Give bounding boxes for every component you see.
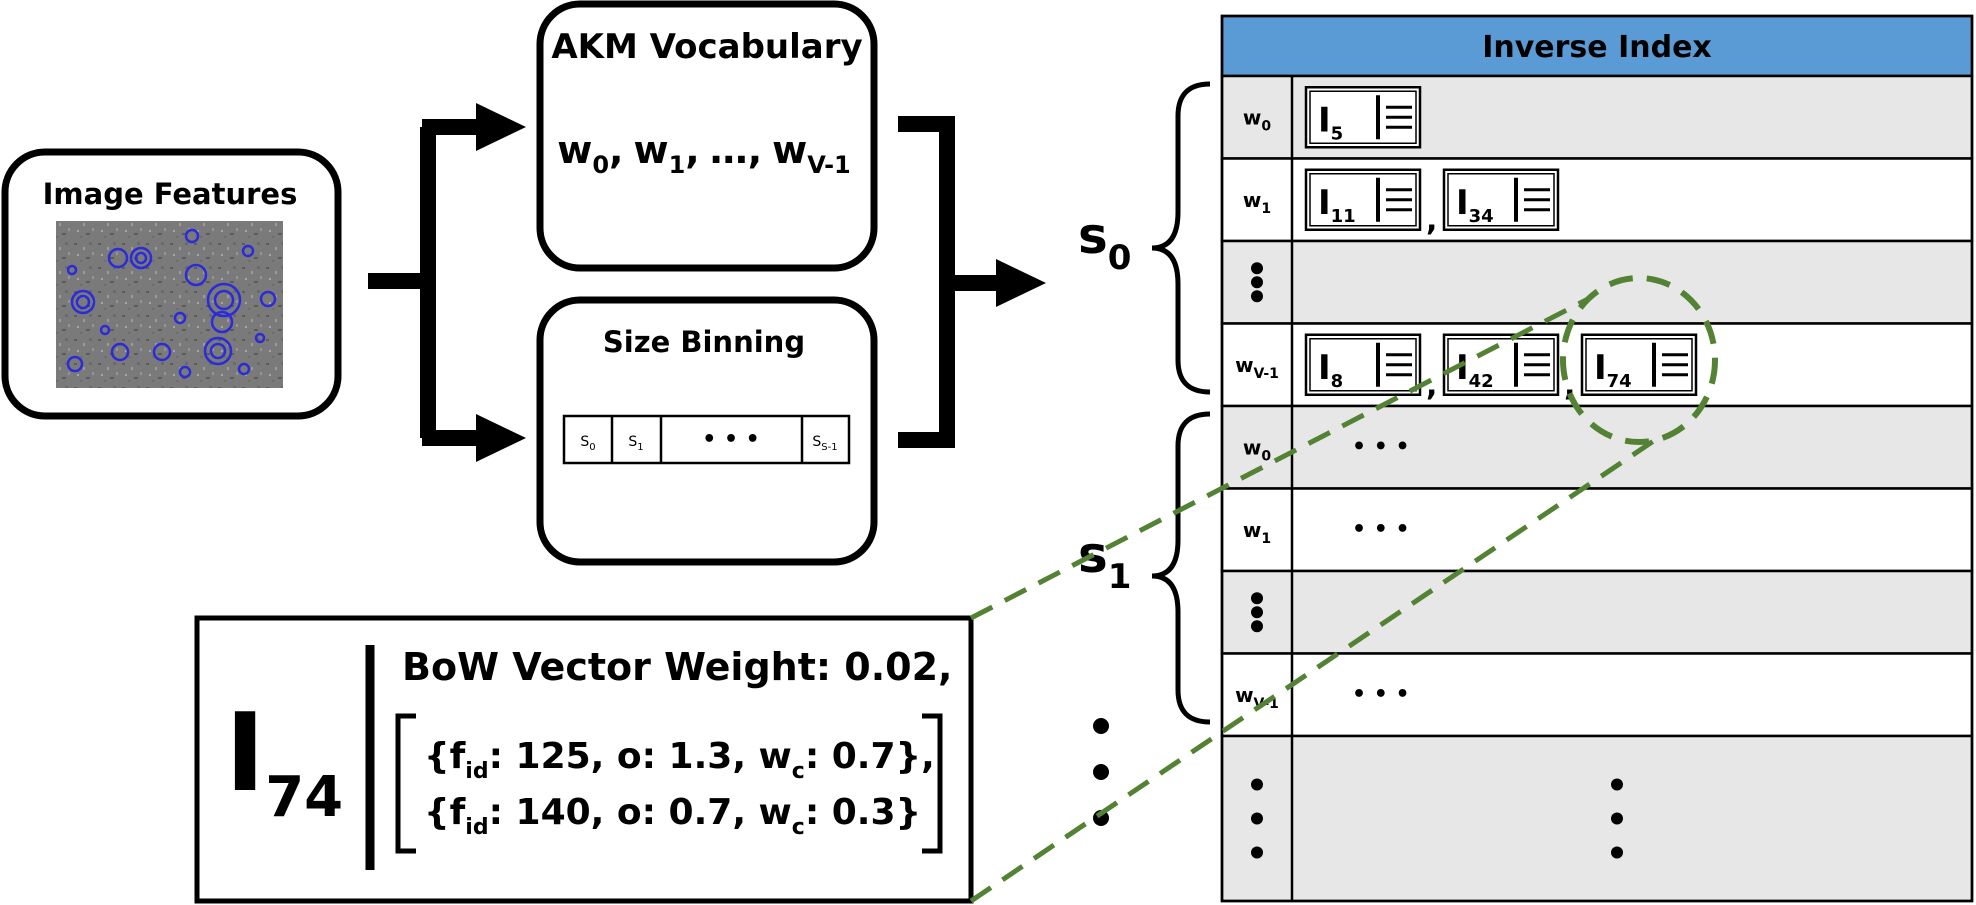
more-vdot-right: [1611, 812, 1623, 825]
index-row: w1 I11, I34: [1220, 157, 1974, 243]
posting-comma: ,: [1426, 368, 1437, 403]
posting-entry: I74: [1580, 333, 1698, 396]
row-hdots: • • •: [1352, 434, 1410, 459]
image-features-panel: Image Features: [1, 148, 342, 420]
inverse-index-title: Inverse Index: [1482, 30, 1712, 65]
vocabulary-words: w0,w1,…,wV-1: [557, 128, 851, 179]
word-vdots: [1251, 262, 1263, 303]
arrow-head-to-vocab: [476, 103, 526, 151]
size-s1-group: s1: [1078, 411, 1211, 725]
index-rows: w0 I5 w1 I11, I34 wV-1 I8, I42, I74 w0 • • • w1 • • …: [1220, 74, 1974, 903]
posting-detail-panel: I74 BoW Vector Weight: 0.02, {fid: 125, …: [194, 615, 974, 904]
feature-image-thumbnail: [56, 221, 283, 388]
svg-text:I11: I11: [1318, 183, 1356, 227]
detail-weight-line: BoW Vector Weight: 0.02,: [402, 645, 952, 689]
highlight-circle: [1560, 275, 1718, 445]
size-bin-ellipsis: • • •: [702, 427, 760, 452]
more-vdot-right: [1611, 778, 1623, 791]
posting-entry: I11: [1304, 168, 1422, 231]
more-vdot-right: [1611, 846, 1623, 859]
index-row: [1220, 569, 1974, 655]
svg-text:I42: I42: [1456, 348, 1494, 392]
posting-entry: I5: [1304, 86, 1422, 149]
callout-line-top: [969, 295, 1592, 621]
posting-entry: I34: [1442, 168, 1560, 231]
index-row: w1 • • •: [1220, 487, 1974, 573]
fork-arrow: [368, 103, 526, 462]
size-bin-s0: S0: [580, 434, 595, 453]
index-row: [1220, 239, 1974, 325]
word-label: w0: [1243, 105, 1271, 134]
detail-left-bracket: [395, 713, 416, 854]
row-hdots: • • •: [1352, 517, 1410, 542]
word-label: wV-1: [1235, 353, 1279, 382]
brace-s0: [1151, 81, 1211, 395]
detail-entry-1: {fid: 125, o: 1.3, wc: 0.7},: [424, 736, 935, 784]
size-bin-slast: SS-1: [812, 434, 837, 453]
akm-vocabulary-panel: AKM Vocabulary w0,w1,…,wV-1: [536, 0, 878, 272]
callout-line-bottom: [969, 437, 1657, 904]
index-row: wV-1 I8, I42, I74: [1220, 322, 1974, 408]
posting-comma: ,: [1564, 368, 1575, 403]
svg-text:I74: I74: [1594, 348, 1632, 392]
posting-comma: ,: [1426, 203, 1437, 238]
more-vdot-left: [1251, 778, 1263, 791]
index-row: w0 • • •: [1220, 404, 1974, 490]
size-bin-s1: S1: [628, 434, 643, 453]
more-vdot-left: [1251, 846, 1263, 859]
size-binning-panel: Size Binning S0 S1 • • • SS-1: [536, 296, 878, 566]
more-vdot-left: [1251, 812, 1263, 825]
index-more-row: [1220, 734, 1974, 903]
detail-right-bracket: [922, 713, 943, 854]
size-more-dots: [1093, 718, 1109, 826]
detail-entry-2: {fid: 140, o: 0.7, wc: 0.3}: [424, 792, 921, 840]
brace-s1: [1151, 411, 1211, 725]
index-row: w0 I5: [1220, 74, 1974, 160]
size-bin-strip: S0 S1 • • • SS-1: [562, 414, 851, 465]
size-s0-group: s0: [1078, 81, 1211, 395]
posting-entry: I8: [1304, 333, 1422, 396]
size-binning-title: Size Binning: [603, 325, 805, 359]
svg-text:I5: I5: [1318, 100, 1343, 144]
svg-text:I8: I8: [1318, 348, 1343, 392]
posting-detail-box: [194, 615, 974, 904]
svg-text:I34: I34: [1456, 183, 1494, 227]
join-arrow: [898, 116, 1046, 448]
row-hdots: • • •: [1352, 682, 1410, 707]
detail-image-label: I74: [225, 691, 343, 830]
image-features-title: Image Features: [43, 177, 298, 211]
akm-vocabulary-box: [536, 0, 878, 272]
size-label-s0: s0: [1078, 207, 1131, 278]
akm-vocabulary-title: AKM Vocabulary: [551, 27, 862, 67]
index-row: wV-1• • •: [1220, 652, 1974, 738]
inverse-index-table: Inverse Index w0 I5 w1 I11, I34 wV-1 I8, I42, I7…: [1220, 14, 1974, 903]
word-label: w0: [1243, 435, 1271, 464]
word-label: w1: [1243, 188, 1271, 217]
word-vdots: [1251, 592, 1263, 633]
arrow-head-to-index: [996, 259, 1046, 307]
highlight-callout: [969, 275, 1718, 904]
word-label: w1: [1243, 518, 1271, 547]
arrow-head-to-binning: [476, 414, 526, 462]
